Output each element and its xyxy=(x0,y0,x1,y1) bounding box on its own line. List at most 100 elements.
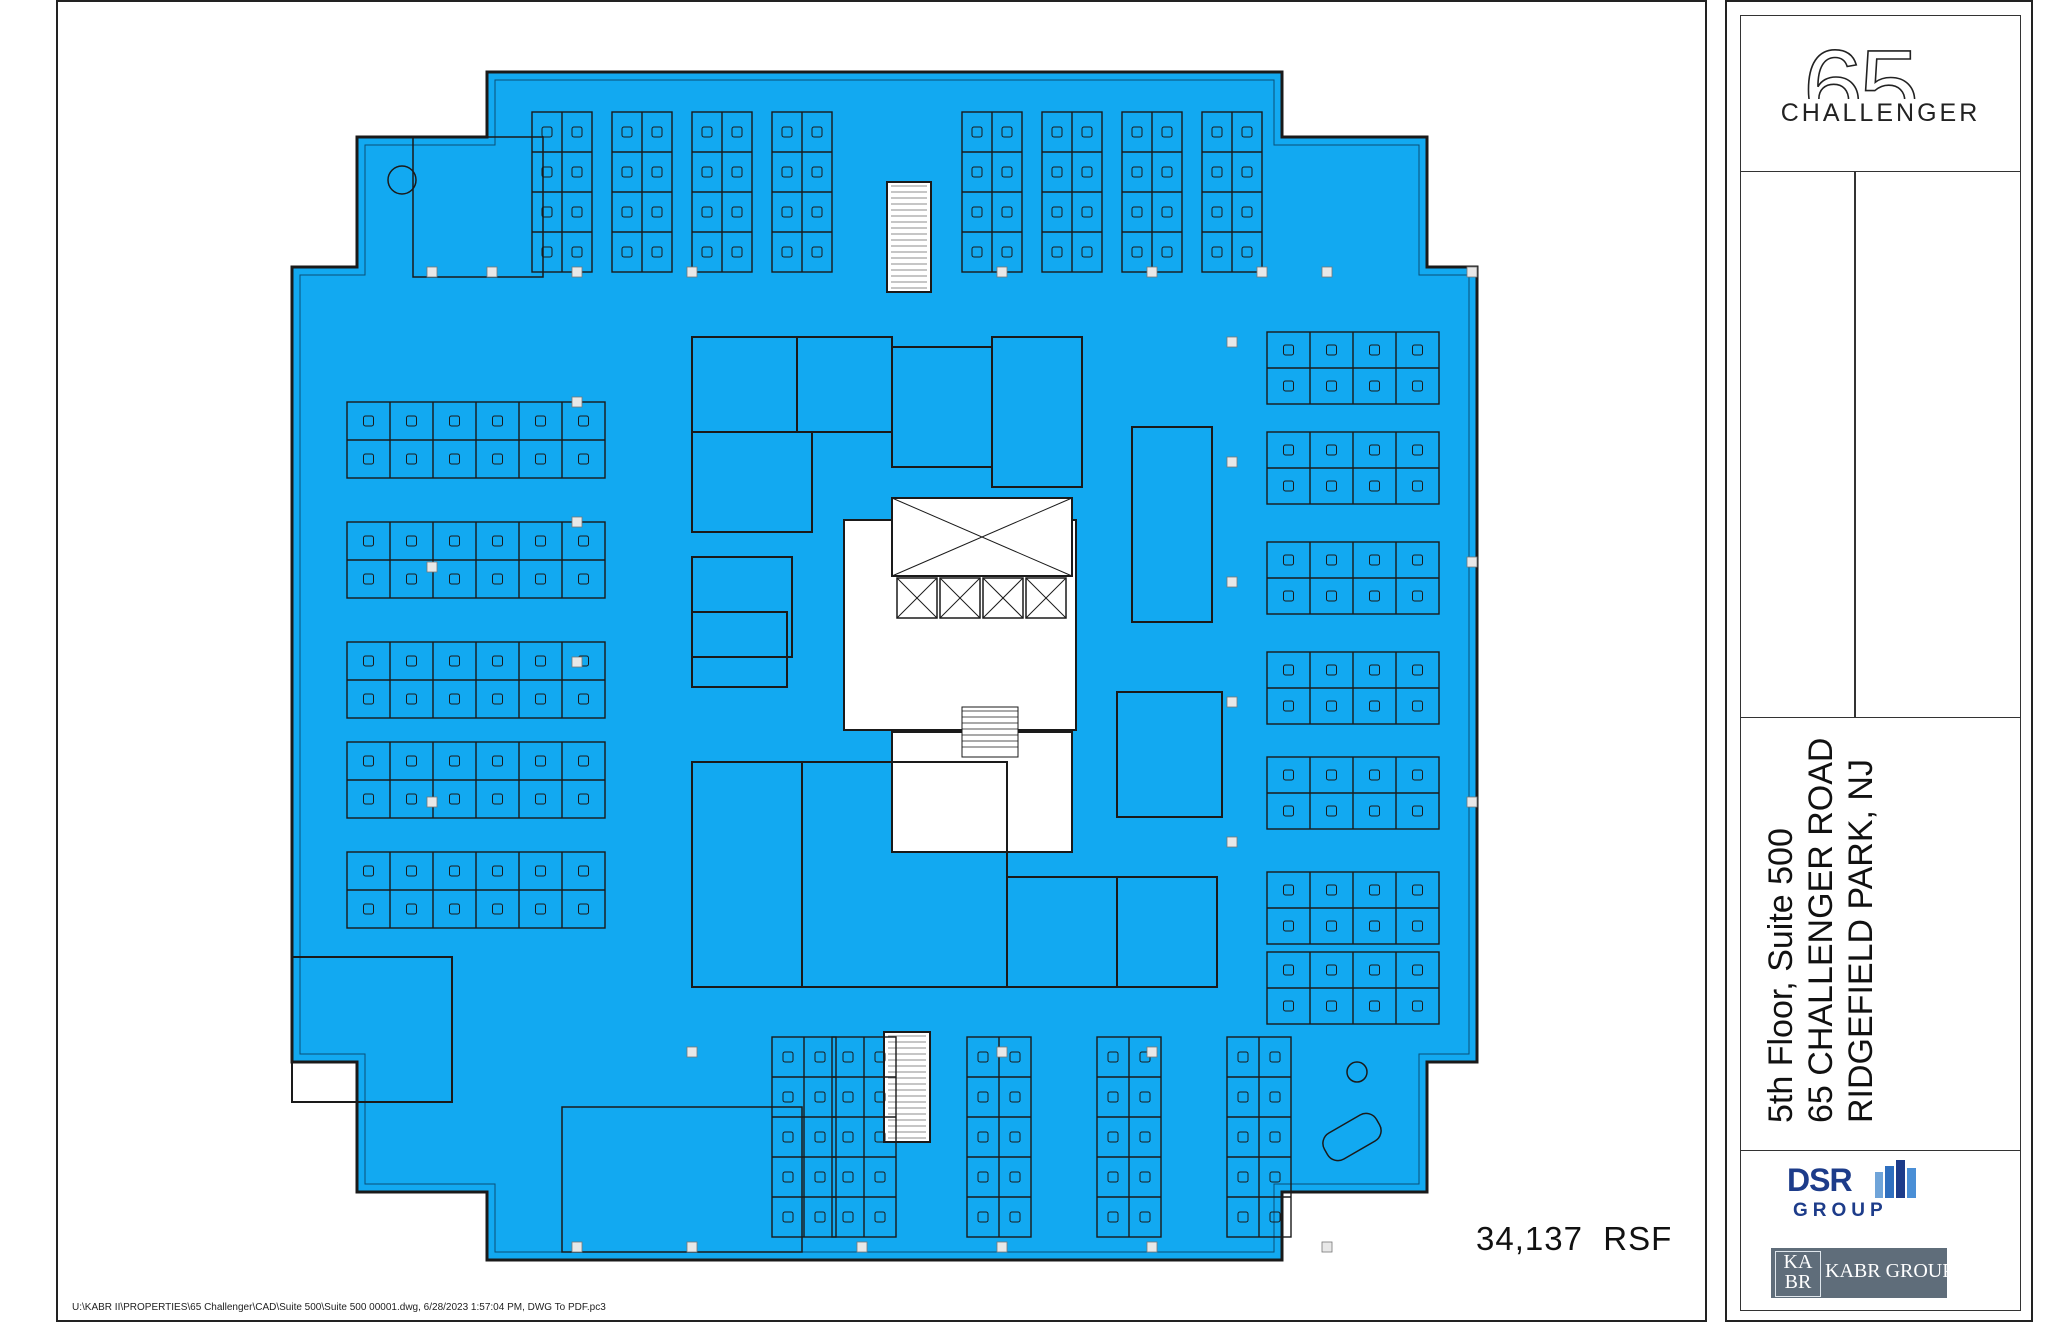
chair xyxy=(1412,344,1423,356)
chair xyxy=(1107,1091,1119,1103)
chair xyxy=(621,166,633,178)
chair xyxy=(449,903,460,915)
chair xyxy=(1051,166,1063,178)
chair xyxy=(1161,166,1173,178)
column xyxy=(1226,456,1238,468)
chair xyxy=(363,793,374,805)
chair xyxy=(701,166,713,178)
chair xyxy=(406,755,417,767)
chair xyxy=(1283,920,1294,932)
chair xyxy=(971,246,983,258)
chair xyxy=(1369,805,1380,817)
room xyxy=(1116,876,1218,988)
chair xyxy=(1412,1000,1423,1012)
column xyxy=(1466,266,1478,278)
chair xyxy=(1211,246,1223,258)
chair xyxy=(541,246,553,258)
title-block-frame: 65 CHALLENGER 5th Floor, Suite 500 65 CH… xyxy=(1740,15,2021,1311)
chair xyxy=(1269,1091,1281,1103)
chair xyxy=(1269,1171,1281,1183)
column xyxy=(686,1241,698,1253)
chair xyxy=(406,865,417,877)
chair xyxy=(1081,246,1093,258)
chair xyxy=(1326,769,1337,781)
chair xyxy=(406,535,417,547)
column xyxy=(571,1241,583,1253)
column xyxy=(1321,266,1333,278)
shaft-x2 xyxy=(891,497,1073,577)
chair xyxy=(1369,700,1380,712)
column xyxy=(426,796,438,808)
chair xyxy=(1412,664,1423,676)
chair xyxy=(492,903,503,915)
chair xyxy=(1211,206,1223,218)
chair xyxy=(535,755,546,767)
column xyxy=(996,1241,1008,1253)
chair xyxy=(1269,1131,1281,1143)
chair xyxy=(1369,769,1380,781)
chair xyxy=(449,865,460,877)
chair xyxy=(1051,126,1063,138)
chair xyxy=(977,1051,989,1063)
chair xyxy=(1283,884,1294,896)
chair xyxy=(1369,444,1380,456)
chair xyxy=(1326,554,1337,566)
chair xyxy=(1412,380,1423,392)
chair xyxy=(811,166,823,178)
chair xyxy=(406,415,417,427)
suite-line: 5th Floor, Suite 500 xyxy=(1762,828,1800,1123)
notes-area xyxy=(1741,172,2020,718)
elevator-x xyxy=(896,577,938,619)
chair xyxy=(363,755,374,767)
chair xyxy=(971,166,983,178)
chair xyxy=(1139,1091,1151,1103)
chair xyxy=(1211,126,1223,138)
chair xyxy=(1369,920,1380,932)
chair xyxy=(571,126,583,138)
chair xyxy=(1161,126,1173,138)
chair xyxy=(1326,920,1337,932)
dsr-group-logo: DSR GROUP xyxy=(1787,1158,1921,1230)
chair xyxy=(541,166,553,178)
title-block: 65 CHALLENGER 5th Floor, Suite 500 65 CH… xyxy=(1725,0,2033,1322)
chair xyxy=(651,206,663,218)
chair xyxy=(1283,480,1294,492)
chair xyxy=(406,573,417,585)
chair xyxy=(1131,246,1143,258)
chair xyxy=(1237,1211,1249,1223)
chair xyxy=(1131,166,1143,178)
dsr-building-icon xyxy=(1875,1160,1916,1198)
column xyxy=(571,656,583,668)
chair xyxy=(1283,805,1294,817)
column xyxy=(1226,336,1238,348)
file-path-stamp: U:\KABR II\PROPERTIES\65 Challenger\CAD\… xyxy=(72,1302,606,1313)
chair xyxy=(1107,1051,1119,1063)
chair xyxy=(1009,1091,1021,1103)
chair xyxy=(363,903,374,915)
chair xyxy=(1283,380,1294,392)
chair xyxy=(406,903,417,915)
chair xyxy=(571,206,583,218)
chair xyxy=(782,1171,794,1183)
chair xyxy=(406,453,417,465)
chair xyxy=(731,166,743,178)
chair xyxy=(1326,805,1337,817)
chair xyxy=(1269,1051,1281,1063)
column xyxy=(1226,836,1238,848)
chair xyxy=(535,415,546,427)
chair xyxy=(1412,805,1423,817)
chair xyxy=(1161,206,1173,218)
chair xyxy=(1369,964,1380,976)
chair xyxy=(449,453,460,465)
chair xyxy=(977,1091,989,1103)
core-stair xyxy=(961,706,1019,758)
chair xyxy=(1369,344,1380,356)
chair xyxy=(541,126,553,138)
chair xyxy=(1051,246,1063,258)
chair xyxy=(1369,590,1380,602)
rentable-area-label: 34,137 RSF xyxy=(1476,1220,1673,1257)
chair xyxy=(1412,700,1423,712)
chair xyxy=(406,693,417,705)
chair xyxy=(1241,126,1253,138)
chair xyxy=(578,415,589,427)
